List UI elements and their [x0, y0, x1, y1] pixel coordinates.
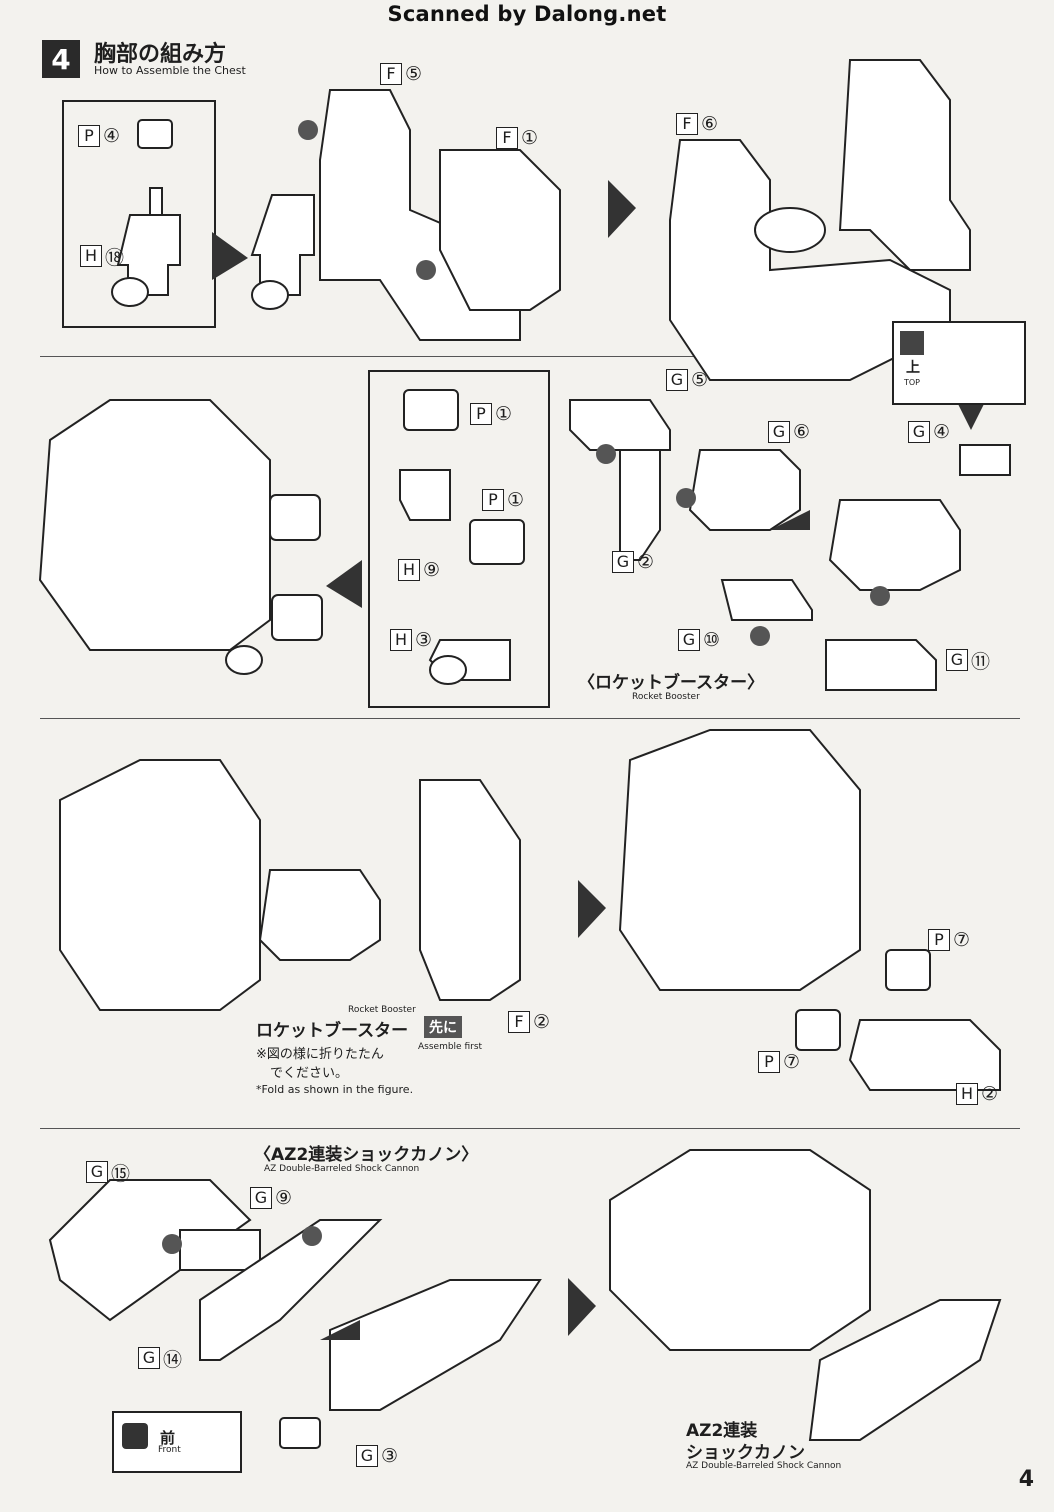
next-arrow-icon — [578, 880, 606, 938]
part-g15-icon — [48, 1179, 252, 1322]
next-arrow-icon — [568, 1278, 596, 1336]
part-g4-icon — [959, 444, 1011, 476]
next-arrow-icon — [320, 1320, 360, 1340]
front-label-jp: 前 — [160, 1429, 176, 1447]
part-p4-icon — [137, 119, 173, 149]
cannon-label-en: AZ Double-Barreled Shock Cannon — [686, 1461, 842, 1471]
part-g9-icon — [179, 1229, 261, 1271]
section-divider — [40, 718, 1020, 719]
frame-f2-icon — [419, 779, 521, 1001]
section-divider — [40, 1128, 1020, 1129]
cannon-label-jp-2: ショックカノン — [686, 1443, 805, 1463]
part-g3-icon — [279, 1417, 321, 1449]
next-arrow-icon — [770, 510, 810, 530]
section-divider — [40, 356, 1020, 357]
sub-assembly-box-joints — [368, 370, 550, 708]
part-h18-icon — [116, 214, 181, 296]
part-g2-icon — [619, 449, 661, 561]
frame-f1-icon — [439, 149, 561, 311]
chest-final-icon — [618, 729, 861, 991]
cannon-caption: 〈AZ2連装ショックカノン〉 — [254, 1145, 479, 1165]
part-g14-icon — [199, 1219, 383, 1361]
chest-assembled-icon — [59, 759, 261, 1011]
cannon-label-jp-1: AZ2連装 — [686, 1421, 758, 1441]
part-p1-icon — [403, 389, 459, 431]
watermark: Scanned by Dalong.net — [387, 2, 667, 26]
down-arrow-icon — [956, 400, 986, 430]
cannon-caption-en: AZ Double-Barreled Shock Cannon — [264, 1164, 420, 1174]
cannon-final-barrel-icon — [808, 1299, 1002, 1441]
top-label-en: TOP — [904, 378, 921, 387]
next-arrow-icon — [212, 232, 248, 280]
part-h18-cylinder-icon — [111, 277, 149, 307]
front-orientation-box: 前 Front — [112, 1411, 242, 1473]
part-peg-icon — [149, 187, 163, 219]
page-number: 4 — [1018, 1467, 1034, 1492]
front-label-en: Front — [158, 1445, 181, 1455]
top-orientation-box: 上 TOP — [892, 321, 1026, 405]
cannon-assembled-icon — [329, 1279, 542, 1411]
part-g10-icon — [720, 579, 813, 621]
assemble-first-badge: 先に — [424, 1016, 462, 1038]
front-arrow-icon — [122, 1423, 148, 1449]
rocket-booster-icon — [258, 869, 381, 961]
assemble-first-label-en: Assemble first — [418, 1042, 483, 1052]
top-label-jp: 上 — [906, 360, 920, 376]
part-g5-icon — [569, 399, 671, 451]
rocket-booster-caption: 〈ロケットブースター〉 — [578, 673, 765, 693]
step-subtitle: How to Assemble the Chest — [94, 64, 246, 77]
fold-note-jp-2: でください。 — [270, 1066, 349, 1081]
step-number-badge: 4 — [42, 40, 80, 78]
fold-note-en: *Fold as shown in the figure. — [256, 1083, 414, 1096]
up-arrow-icon — [900, 331, 924, 355]
chest-body-icon — [669, 139, 951, 381]
part-g11-icon — [825, 639, 937, 691]
next-arrow-icon — [326, 560, 362, 608]
next-arrow-icon — [608, 180, 636, 238]
chest-left-icon — [38, 399, 271, 651]
step-title: 胸部の組み方 — [94, 42, 227, 67]
part-h2-icon — [848, 1019, 1001, 1091]
rocket-booster-caption-en: Rocket Booster — [632, 692, 700, 702]
rocket-booster-label-en: Rocket Booster — [348, 1005, 416, 1015]
cannon-final-chest-icon — [609, 1149, 871, 1351]
sub-assembly-box-h18 — [62, 100, 216, 328]
fold-note-jp-1: ※図の様に折りたたん — [256, 1047, 384, 1062]
part-g6-icon — [688, 449, 801, 531]
part-h18-assembled-icon — [250, 194, 315, 296]
rocket-booster-label: ロケットブースター — [256, 1021, 409, 1041]
